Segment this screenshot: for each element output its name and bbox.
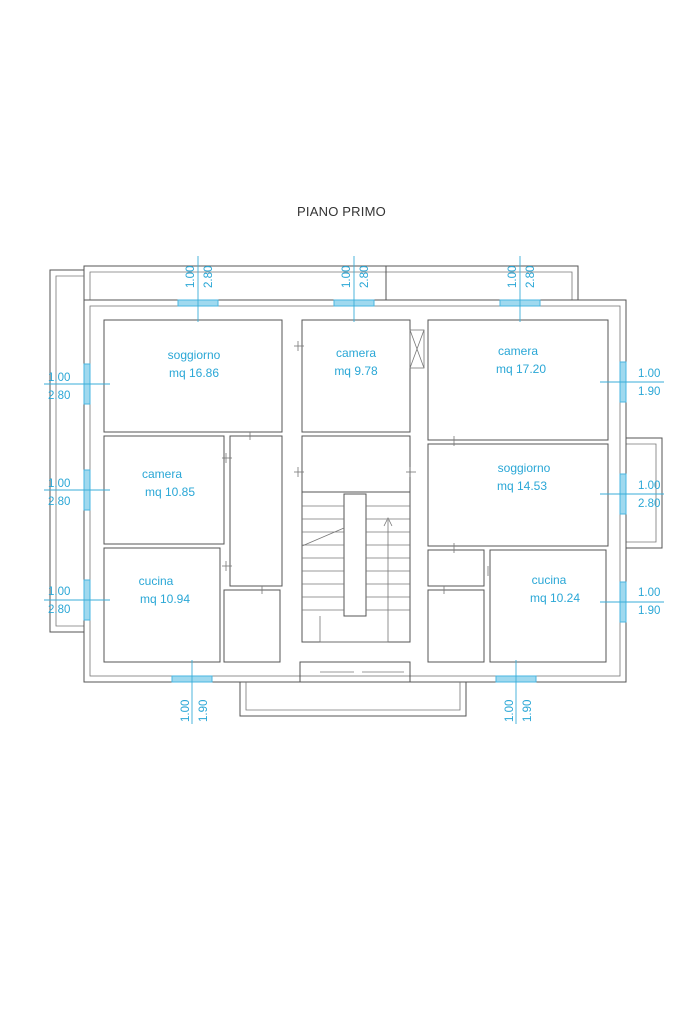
room-name: soggiorno — [168, 348, 221, 362]
room-labels: soggiorno mq 16.86 camera mq 9.78 camera… — [139, 344, 581, 606]
window-height: 2.80 — [638, 498, 660, 510]
window-height: 2.80 — [48, 604, 70, 616]
window-width: 1.00 — [48, 586, 70, 598]
room-name: camera — [498, 344, 538, 358]
room-name: cucina — [139, 574, 174, 588]
window-height: 1.90 — [522, 700, 534, 722]
window-width: 1.00 — [341, 266, 353, 288]
window-width: 1.00 — [48, 478, 70, 490]
room-area: mq 9.78 — [334, 364, 378, 378]
room-soggiorno-left — [103, 319, 283, 433]
window-height: 1.90 — [198, 700, 210, 722]
room-cucina-left — [103, 547, 221, 663]
corridor-left — [229, 435, 283, 587]
bath-right — [427, 589, 485, 663]
room-name: soggiorno — [498, 461, 551, 475]
staircase — [301, 329, 425, 643]
window-width: 1.00 — [638, 368, 660, 380]
window-height: 2.80 — [48, 390, 70, 402]
balcony-left-outer — [49, 269, 84, 633]
bottom-annex — [239, 682, 467, 717]
closet-right — [427, 549, 485, 587]
room-area: mq 10.94 — [140, 592, 190, 606]
landing — [301, 435, 411, 493]
bottom-annex-inner — [245, 682, 461, 711]
window-height: 2.80 — [203, 266, 215, 288]
room-name: cucina — [532, 573, 567, 587]
room-area: mq 10.85 — [145, 485, 195, 499]
window-width: 1.00 — [638, 587, 660, 599]
bottom-utility — [299, 661, 411, 683]
balcony-top-outer — [83, 265, 579, 300]
window-height: 2.80 — [48, 496, 70, 508]
window-height: 2.80 — [359, 266, 371, 288]
door-marks — [222, 341, 489, 594]
window-width: 1.00 — [504, 700, 516, 722]
window-width: 1.00 — [48, 372, 70, 384]
room-area: mq 10.24 — [530, 591, 580, 605]
room-name: camera — [336, 346, 376, 360]
stair-core — [343, 493, 367, 617]
window-height: 1.90 — [638, 605, 660, 617]
window-width: 1.00 — [185, 266, 197, 288]
dimension-lines — [44, 256, 664, 724]
window-height: 1.90 — [638, 386, 660, 398]
room-name: camera — [142, 467, 182, 481]
room-camera-large — [427, 319, 609, 441]
plan-title: PIANO PRIMO — [297, 204, 386, 219]
window-labels: 1.00 2.80 1.00 2.80 1.00 2.80 1.00 2.80 … — [48, 266, 660, 722]
shaft — [409, 329, 425, 369]
room-camera-small — [301, 319, 411, 433]
window-width: 1.00 — [180, 700, 192, 722]
bath-left — [223, 589, 281, 663]
balconies — [49, 265, 663, 633]
room-soggiorno-right — [427, 443, 609, 547]
window-height: 2.80 — [525, 266, 537, 288]
room-area: mq 14.53 — [497, 479, 547, 493]
window-width: 1.00 — [507, 266, 519, 288]
room-cucina-right — [489, 549, 607, 663]
balcony-right-inner — [626, 443, 657, 543]
balcony-left-inner — [55, 275, 84, 627]
room-area: mq 17.20 — [496, 362, 546, 376]
balcony-top-inner — [89, 271, 573, 300]
window-width: 1.00 — [638, 480, 660, 492]
stair-well — [301, 491, 411, 643]
balcony-right-outer — [626, 437, 663, 549]
room-area: mq 16.86 — [169, 366, 219, 380]
